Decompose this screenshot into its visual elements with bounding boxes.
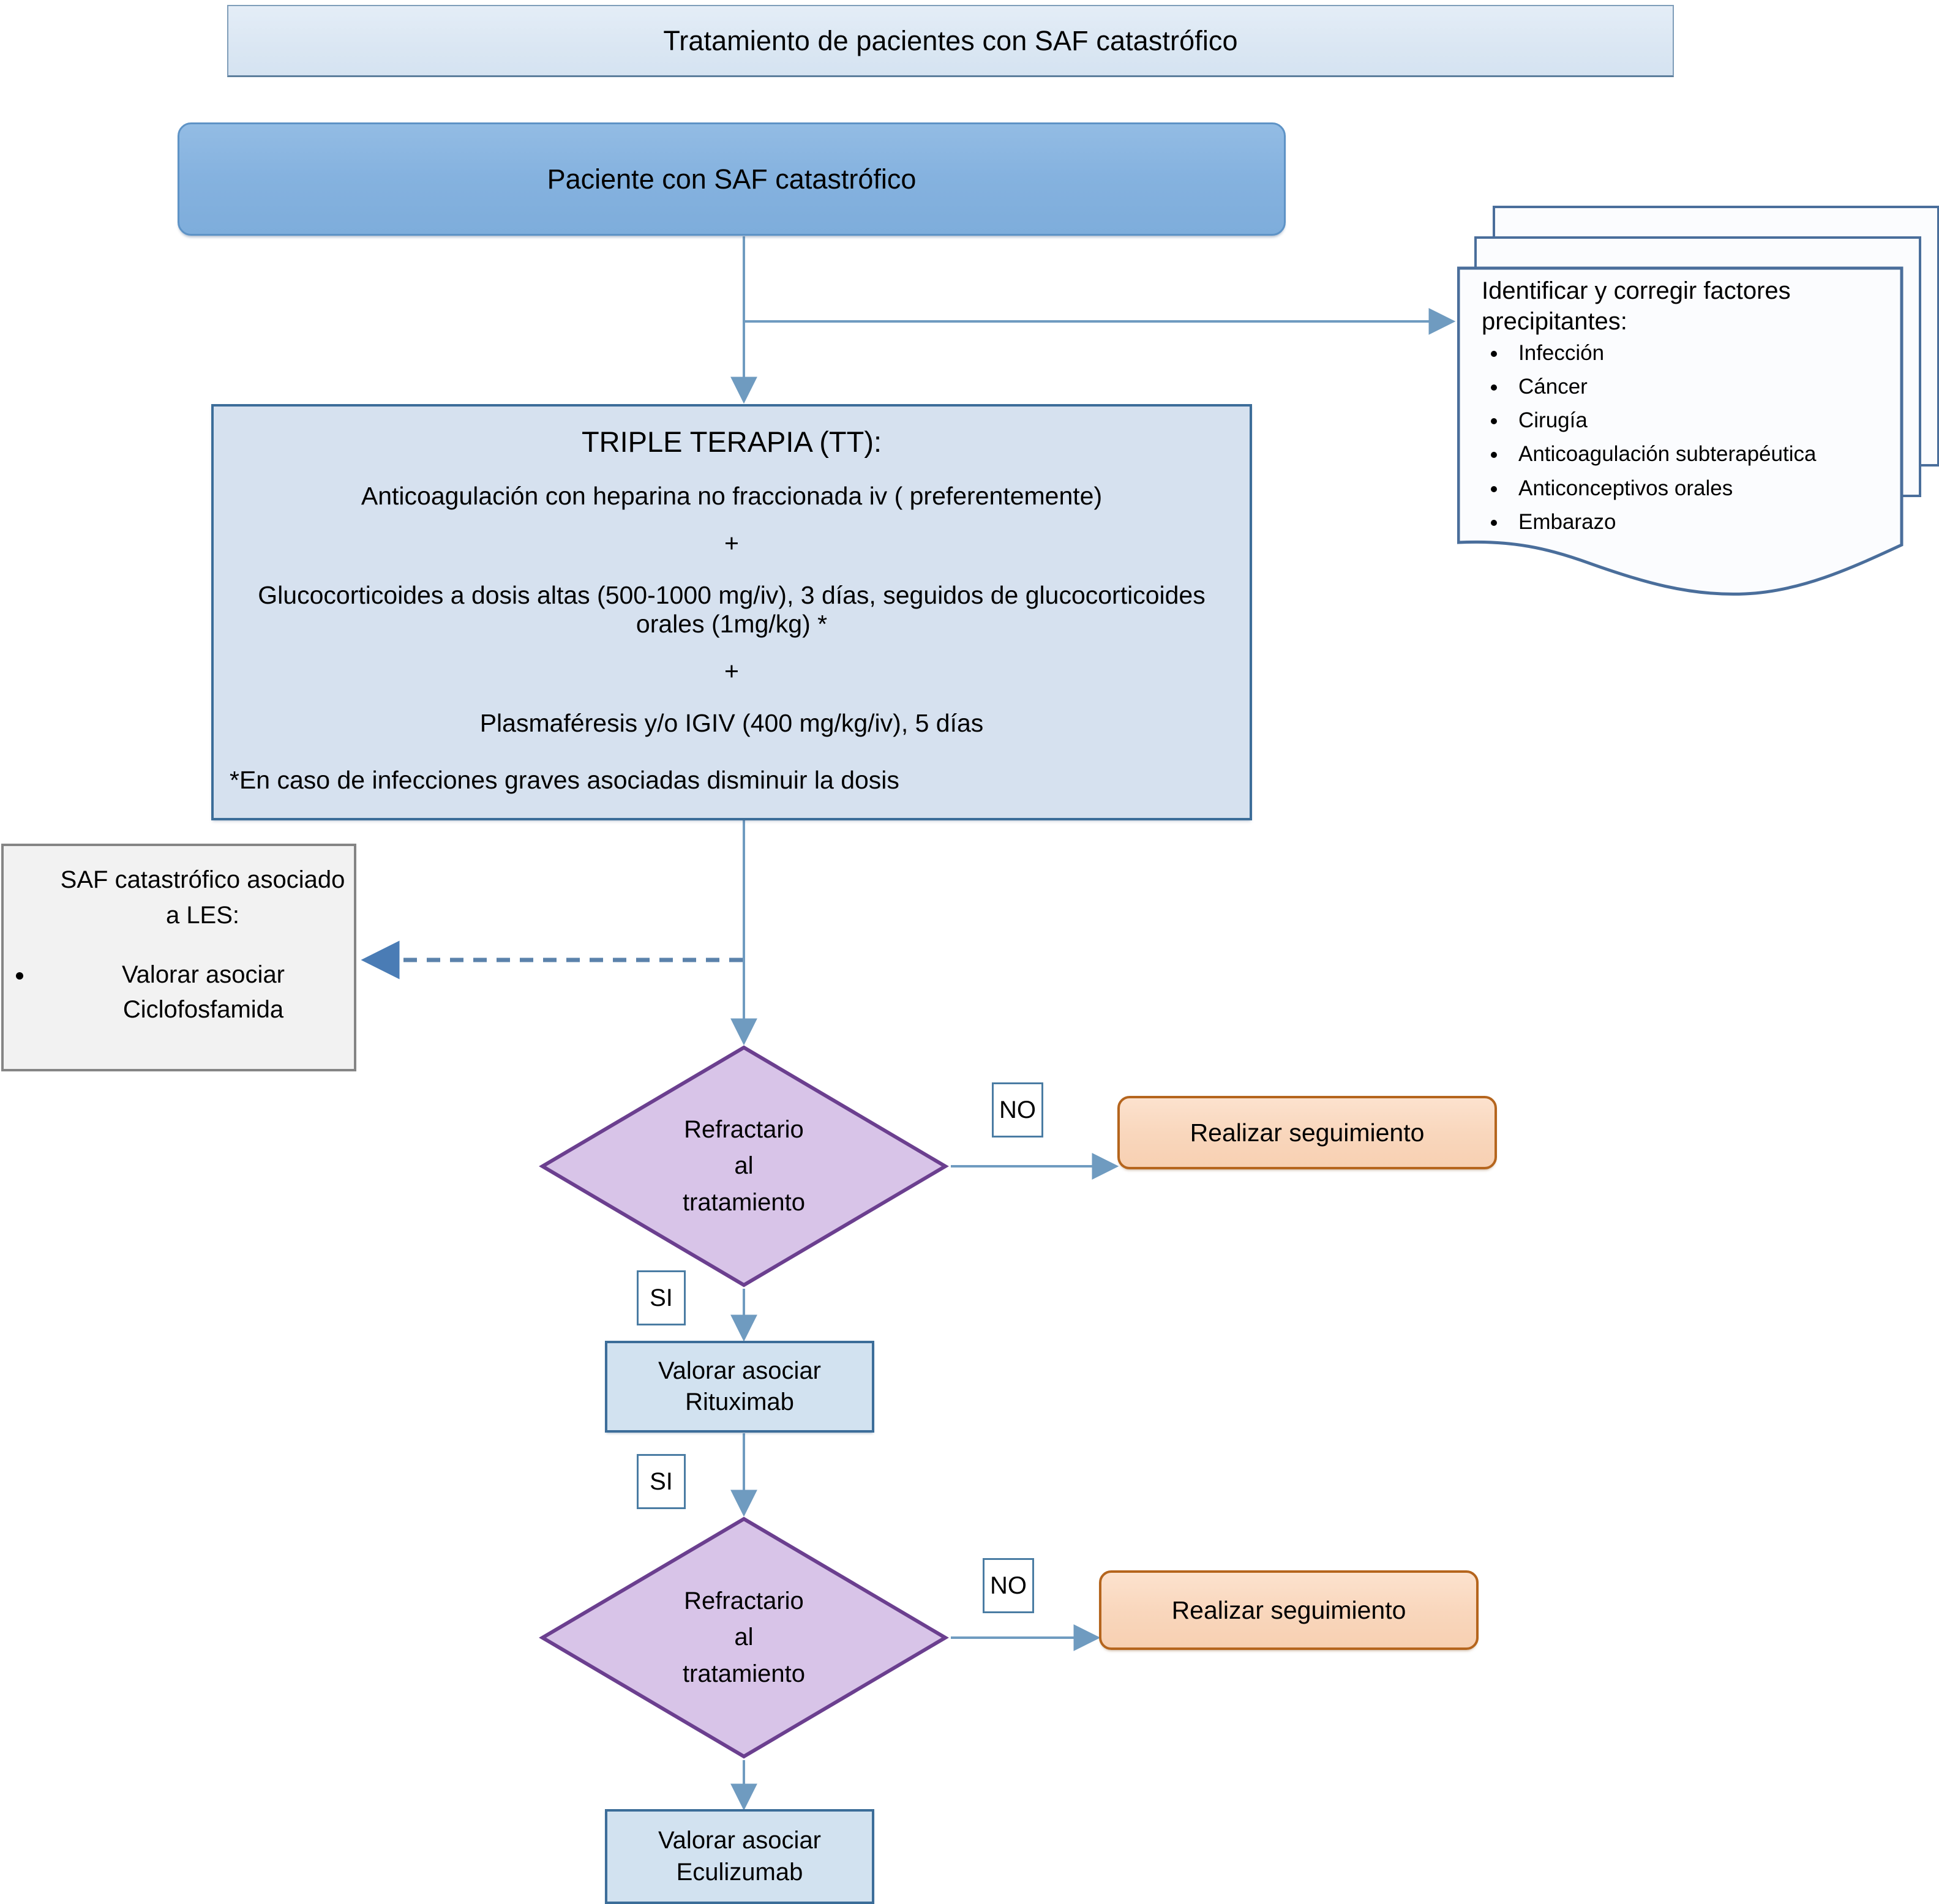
chart-title: Tratamiento de pacientes con SAF catastr… (663, 24, 1238, 56)
triple-therapy-line-2: Glucocorticoides a dosis altas (500-1000… (258, 581, 1206, 638)
triple-therapy-line-3: Plasmaféresis y/o IGIV (400 mg/kg/iv), 5… (479, 709, 984, 737)
node-decision-refractory-2[interactable]: Refractario al tratamiento (539, 1515, 949, 1760)
edge-label-si-1: SI (637, 1270, 686, 1325)
diamond-shape (539, 1045, 949, 1287)
triple-therapy-note: *En caso de infecciones graves asociadas… (230, 766, 899, 794)
rituximab-label: Valorar asociar Rituximab (658, 1357, 822, 1415)
node-decision-refractory-1[interactable]: Refractario al tratamiento (539, 1044, 949, 1289)
followup-2-label: Realizar seguimiento (1171, 1595, 1406, 1624)
list-item: Infección (1507, 341, 1910, 365)
decision-2-label: Refractario al tratamiento (682, 1587, 806, 1687)
node-patient-start[interactable]: Paciente con SAF catastrófico (178, 122, 1286, 236)
precipitating-factors-list: Infección Cáncer Cirugía Anticoagulación… (1482, 341, 1910, 534)
triple-therapy-heading: TRIPLE TERAPIA (TT): (581, 425, 882, 458)
diamond-shape (539, 1516, 949, 1759)
stacked-document-shape (1457, 206, 1939, 596)
edge-label-si-2: SI (637, 1454, 686, 1509)
precipitating-factors-heading: Identificar y corregir factores precipit… (1482, 277, 1791, 335)
node-precipitating-factors[interactable]: Identificar y corregir factores precipit… (1457, 202, 1939, 606)
edge-label-no-1: NO (992, 1082, 1043, 1138)
list-item: Anticoagulación subterapéutica (1507, 442, 1910, 466)
triple-therapy-line-1: Anticoagulación con heparina no fraccion… (361, 482, 1103, 510)
triple-therapy-plus-2: + (724, 657, 739, 685)
les-list: Valorar asociar Ciclofosfamida (12, 958, 348, 1027)
triple-therapy-plus-1: + (724, 529, 739, 557)
chart-title-banner: Tratamiento de pacientes con SAF catastr… (227, 5, 1674, 77)
list-item: Cáncer (1507, 375, 1910, 399)
node-patient-label: Paciente con SAF catastrófico (547, 163, 917, 195)
list-item: Anticonceptivos orales (1507, 476, 1910, 500)
node-les-association[interactable]: SAF catastrófico asociado a LES: Valorar… (1, 844, 356, 1071)
list-item: Cirugía (1507, 408, 1910, 432)
decision-1-label: Refractario al tratamiento (682, 1116, 806, 1216)
les-heading: SAF catastrófico asociado a LES: (60, 866, 345, 929)
edge-label-no-2: NO (983, 1558, 1034, 1613)
node-triple-therapy[interactable]: TRIPLE TERAPIA (TT): Anticoagulación con… (211, 404, 1252, 820)
node-followup-1[interactable]: Realizar seguimiento (1117, 1096, 1497, 1169)
node-valorar-eculizumab[interactable]: Valorar asociar Eculizumab (605, 1809, 874, 1904)
node-followup-2[interactable]: Realizar seguimiento (1099, 1570, 1479, 1650)
list-item: Embarazo (1507, 510, 1910, 534)
node-valorar-rituximab[interactable]: Valorar asociar Rituximab (605, 1341, 874, 1433)
followup-1-label: Realizar seguimiento (1190, 1118, 1425, 1147)
eculizumab-label: Valorar asociar Eculizumab (658, 1827, 822, 1886)
list-item: Valorar asociar Ciclofosfamida (34, 958, 348, 1027)
precipitating-factors-content: Identificar y corregir factores precipit… (1482, 275, 1910, 544)
